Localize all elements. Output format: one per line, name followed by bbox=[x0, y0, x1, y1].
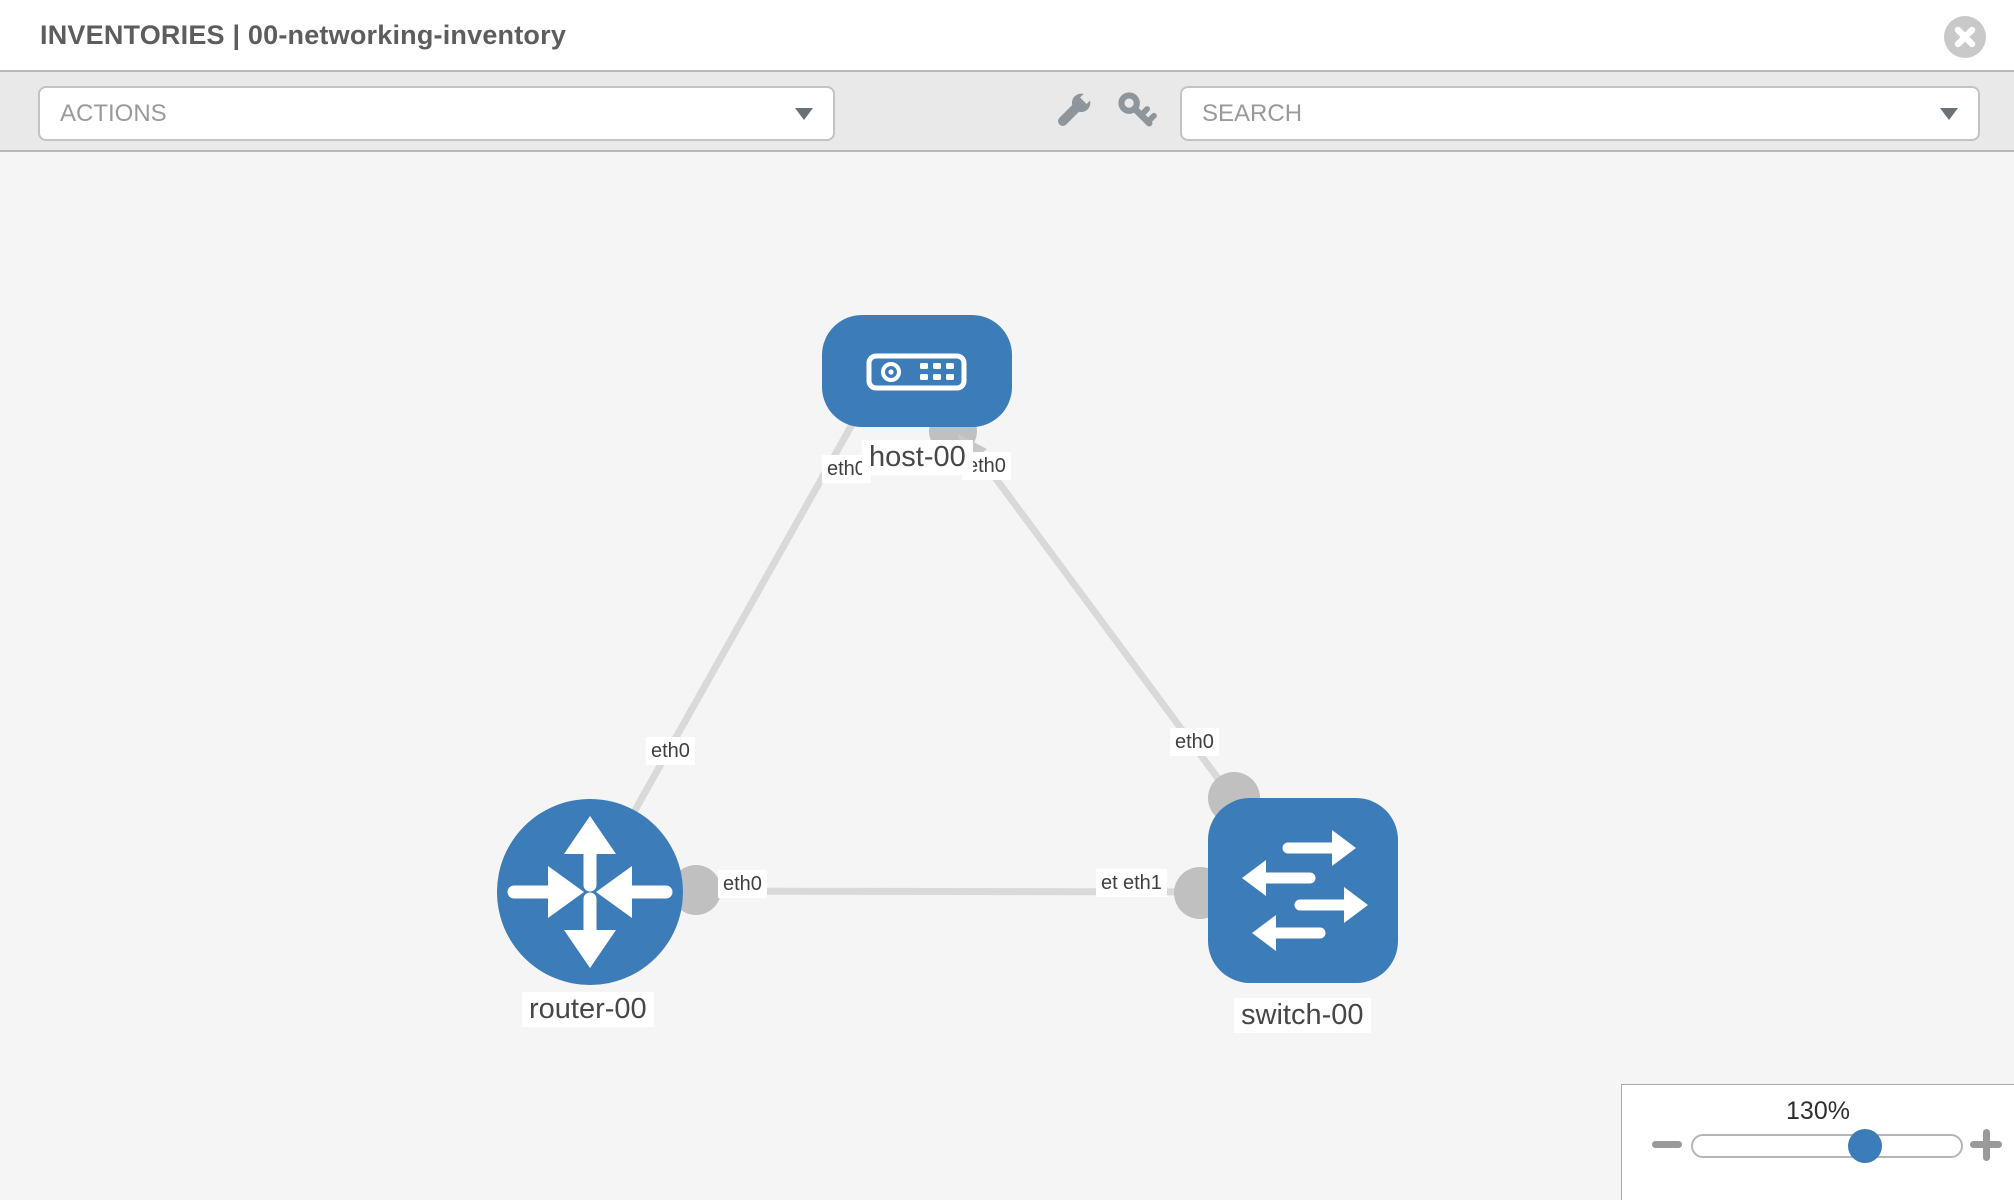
search-placeholder: SEARCH bbox=[1202, 99, 1303, 127]
actions-dropdown[interactable]: ACTIONS bbox=[38, 86, 835, 141]
topology-graph bbox=[497, 315, 1398, 985]
credentials-button[interactable] bbox=[1114, 88, 1160, 134]
switch-icon bbox=[1242, 830, 1368, 951]
node-host-00[interactable] bbox=[822, 315, 1012, 427]
interface-label: eth0 bbox=[1170, 728, 1219, 756]
key-icon bbox=[1118, 92, 1157, 127]
zoom-level: 130% bbox=[1786, 1097, 1850, 1125]
tools-button[interactable] bbox=[1050, 88, 1096, 134]
node-label-host: host-00 bbox=[862, 440, 973, 476]
topology-canvas[interactable]: eth0 eth0 eth0 eth0 eth0 eth0 eth1 host-… bbox=[0, 152, 2014, 1200]
chevron-down-icon bbox=[1940, 107, 1958, 120]
chevron-down-icon bbox=[795, 107, 813, 120]
zoom-panel: 130% bbox=[1621, 1084, 2014, 1200]
node-router-00[interactable] bbox=[497, 799, 683, 985]
actions-dropdown-label: ACTIONS bbox=[60, 99, 167, 127]
toolbar: ACTIONS SEARC bbox=[0, 70, 2014, 152]
interface-label: eth0 bbox=[718, 870, 767, 898]
interface-label: eth1 bbox=[1118, 869, 1167, 897]
node-label-router: router-00 bbox=[522, 992, 654, 1028]
search-dropdown[interactable]: SEARCH bbox=[1180, 86, 1980, 141]
link-host-router bbox=[594, 355, 894, 878]
close-icon bbox=[1954, 26, 1976, 48]
wrench-icon bbox=[1058, 90, 1094, 126]
host-icon bbox=[866, 353, 967, 391]
minus-icon bbox=[1652, 1141, 1682, 1148]
node-label-switch: switch-00 bbox=[1234, 998, 1371, 1034]
page-title: INVENTORIES | 00-networking-inventory bbox=[40, 20, 567, 50]
router-icon bbox=[507, 816, 673, 968]
close-button[interactable] bbox=[1944, 16, 1986, 58]
node-switch-00[interactable] bbox=[1208, 798, 1398, 983]
plus-icon bbox=[1970, 1128, 2002, 1161]
zoom-slider-thumb[interactable] bbox=[1848, 1129, 1882, 1163]
interface-connector bbox=[671, 865, 721, 915]
header: INVENTORIES | 00-networking-inventory bbox=[0, 0, 2014, 70]
zoom-slider[interactable] bbox=[1691, 1129, 1963, 1163]
interface-label: eth0 bbox=[646, 737, 695, 765]
